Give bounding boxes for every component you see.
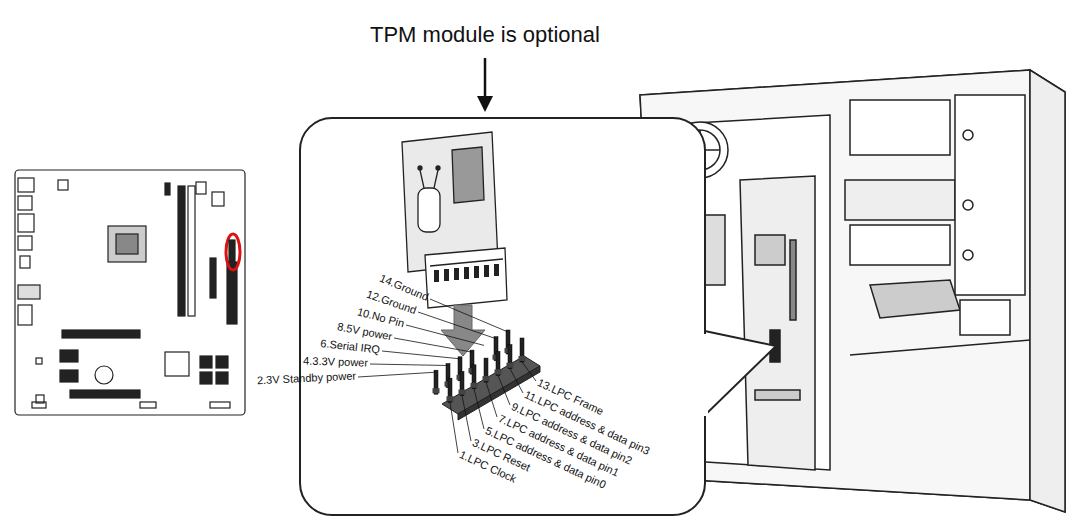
motherboard-map	[15, 170, 245, 415]
zoom-bubble	[300, 118, 705, 515]
leader-line	[486, 382, 497, 417]
leader-line	[510, 369, 523, 393]
leader-line	[430, 299, 508, 332]
callout-arrow	[477, 58, 493, 112]
pin-label: 4.3.3V power	[303, 354, 368, 369]
pin-collar	[495, 369, 502, 374]
zoom-wedge	[700, 330, 776, 420]
leader-line	[394, 338, 472, 352]
pin-collar	[433, 388, 440, 393]
pin-collar	[507, 363, 514, 368]
leader-line	[450, 402, 458, 453]
pin-collar	[471, 383, 478, 388]
leader-line	[370, 364, 448, 366]
leader-line	[382, 351, 460, 359]
pin-collar	[519, 356, 526, 361]
leader-line	[474, 389, 484, 429]
pin-collar	[447, 396, 454, 401]
leader-line	[418, 312, 496, 339]
leader-line	[462, 396, 471, 442]
leader-line	[498, 375, 510, 405]
leader-line	[358, 372, 436, 377]
pin-collar	[483, 376, 490, 381]
pin-collar	[459, 390, 466, 395]
bubble-gap	[702, 334, 708, 416]
callout-note: TPM module is optional	[370, 22, 600, 48]
tpm-module	[402, 132, 507, 308]
leader-line	[522, 362, 536, 381]
